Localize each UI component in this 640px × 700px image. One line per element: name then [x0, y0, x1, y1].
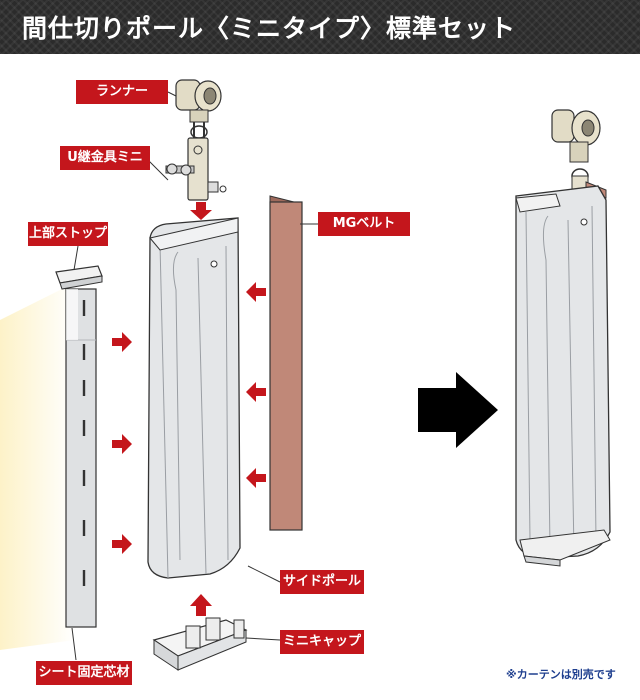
label-mg-belt: MGベルト [318, 212, 410, 236]
label-sheet-core: シート固定芯材 [36, 661, 132, 685]
u-fitting-part [165, 137, 227, 201]
label-top-stop: 上部ストップ [28, 222, 108, 246]
mg-belt-part [269, 195, 303, 531]
note-curtain-sold-separately: ※カーテンは別売です [506, 668, 616, 681]
label-u-fitting: U継金具ミニ [60, 146, 150, 170]
runner-part [175, 79, 222, 139]
page-title: 間仕切りポール〈ミニタイプ〉標準セット [22, 14, 517, 43]
mini-cap-part [152, 617, 248, 671]
arrow-right-icon [112, 332, 132, 352]
big-arrow-right-icon [418, 372, 498, 448]
arrow-up-icon [190, 594, 212, 616]
label-side-pole: サイドポール [280, 570, 364, 594]
arrow-left-icon [246, 468, 266, 488]
light-glow [0, 285, 75, 650]
arrow-left-icon [246, 282, 266, 302]
arrow-left-icon [246, 382, 266, 402]
sheet-core-part [55, 265, 103, 628]
arrow-down-icon [190, 202, 212, 220]
arrow-right-icon [112, 434, 132, 454]
label-runner: ランナー [76, 80, 168, 104]
side-pole-part [147, 217, 241, 579]
arrow-right-icon [112, 534, 132, 554]
assembled-product [515, 109, 611, 567]
title-bar: 間仕切りポール〈ミニタイプ〉標準セット [0, 0, 640, 54]
label-mini-cap: ミニキャップ [280, 630, 364, 654]
